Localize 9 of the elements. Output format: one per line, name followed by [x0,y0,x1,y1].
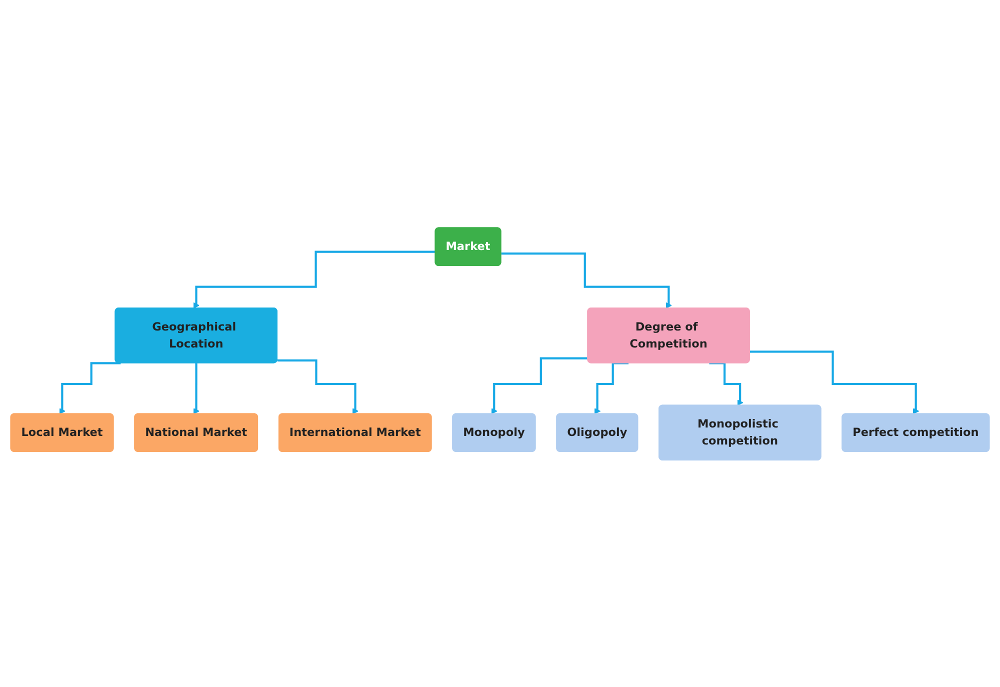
arrow [193,362,200,414]
arrow [193,250,436,308]
arrow [594,362,629,414]
arrow [59,362,121,414]
arrow [750,350,920,414]
arrow [501,252,672,308]
arrow [277,359,359,414]
arrow [709,362,744,406]
arrow [491,356,588,414]
